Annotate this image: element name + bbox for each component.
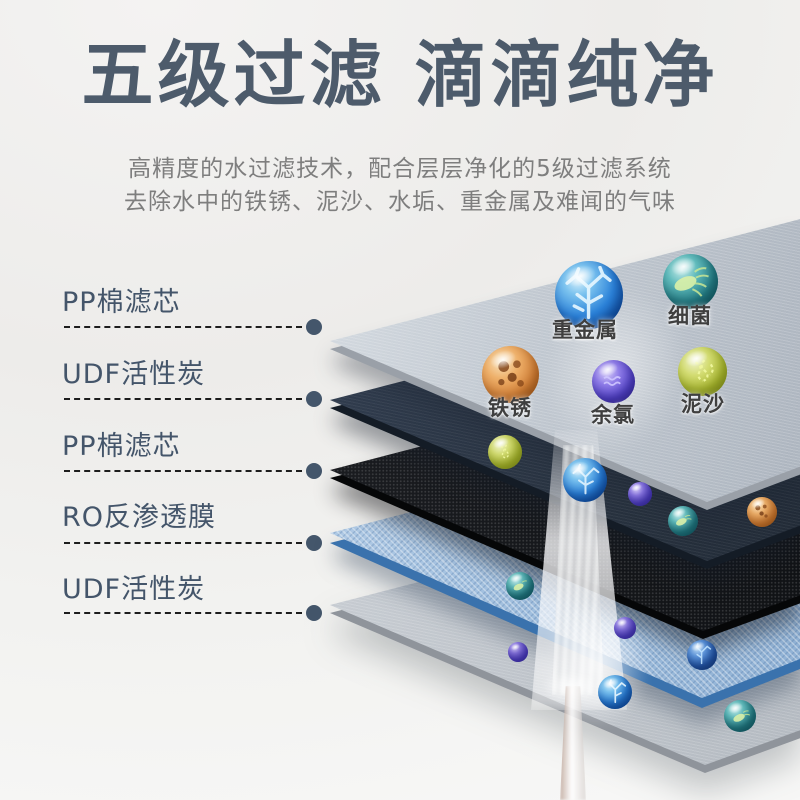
leader-dot — [306, 463, 322, 479]
subtitle-line2: 去除水中的铁锈、泥沙、水垢、重金属及难闻的气味 — [124, 189, 676, 215]
chlorine-ball-small — [628, 482, 652, 506]
contaminant-label: 重金属 — [552, 318, 618, 342]
sediment-icon — [678, 347, 727, 396]
stage-label-5-udf-carbon: UDF活性炭 — [62, 574, 206, 605]
page-title: 五级过滤 滴滴纯净 — [81, 33, 719, 117]
contaminant-label: 余氯 — [591, 403, 635, 427]
leader-line-3 — [64, 463, 324, 479]
leader-line-1 — [64, 319, 324, 335]
contaminant-label: 泥沙 — [681, 392, 725, 416]
dashed-line — [64, 398, 302, 400]
bacteria-ball-small — [506, 572, 534, 600]
heavy-metal-crystal-icon — [555, 261, 623, 329]
dashed-line — [64, 612, 302, 614]
leader-line-2 — [64, 391, 324, 407]
stage-label-3-pp-cotton: PP棉滤芯 — [62, 431, 181, 462]
dashed-line — [64, 542, 302, 544]
leader-line-4 — [64, 535, 324, 551]
heavy-metal-ball-small — [563, 458, 607, 502]
bacteria-ball-small — [668, 506, 698, 536]
chlorine-ball-small — [614, 617, 636, 639]
sediment-ball-small — [488, 435, 522, 469]
dashed-line — [64, 470, 302, 472]
stage-label-2-udf-carbon: UDF活性炭 — [62, 359, 206, 390]
subtitle-line1: 高精度的水过滤技术，配合层层净化的5级过滤系统 — [128, 156, 672, 182]
rust-ball-small — [747, 497, 777, 527]
leader-dot — [306, 391, 322, 407]
rust-particle-icon — [482, 346, 539, 403]
bacteria-ball-small — [724, 700, 756, 732]
bacteria-icon — [663, 254, 718, 309]
stage-label-1-pp-cotton: PP棉滤芯 — [62, 287, 181, 318]
contaminant-label: 细菌 — [668, 304, 712, 328]
chlorine-wave-icon — [592, 360, 635, 403]
dashed-line — [64, 326, 302, 328]
leader-dot — [306, 319, 322, 335]
leader-line-5 — [64, 605, 324, 621]
leader-dot — [306, 605, 322, 621]
leader-dot — [306, 535, 322, 551]
contaminant-label: 铁锈 — [488, 396, 532, 420]
chlorine-ball-small — [508, 642, 528, 662]
stage-label-4-ro-membrane: RO反渗透膜 — [62, 502, 217, 533]
heavy-metal-ball-small — [687, 640, 717, 670]
